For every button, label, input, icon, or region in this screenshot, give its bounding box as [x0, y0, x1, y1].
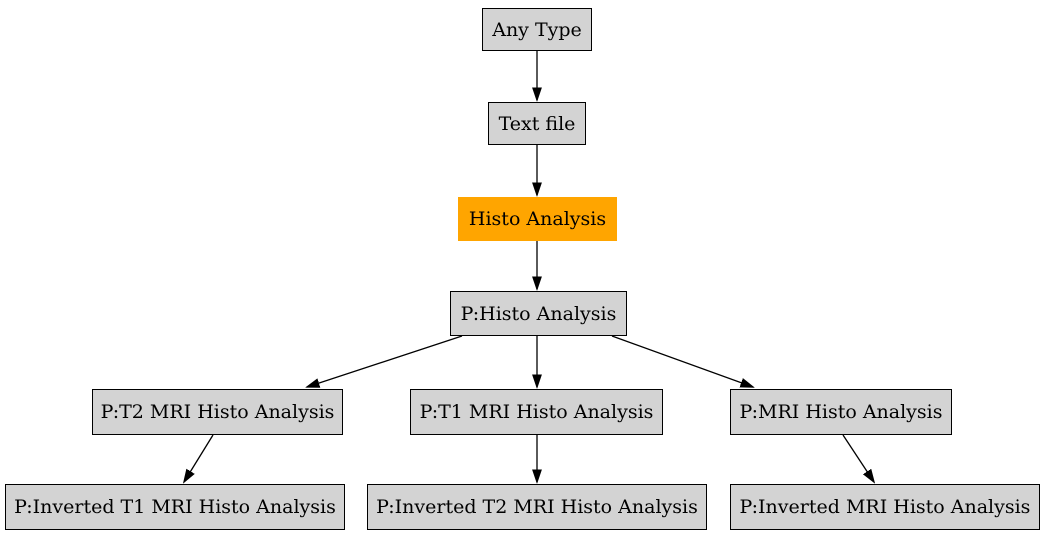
edge-pt2-pinvt1 — [184, 434, 214, 482]
node-p-t2-mri-histo-analysis: P:T2 MRI Histo Analysis — [92, 389, 343, 435]
node-histo-analysis-highlighted: Histo Analysis — [458, 197, 617, 241]
node-p-inverted-t2-mri-histo-analysis: P:Inverted T2 MRI Histo Analysis — [367, 484, 707, 530]
edge-pmri-pinvmri — [842, 434, 874, 482]
node-any-type: Any Type — [482, 8, 592, 51]
node-text-file: Text file — [488, 102, 586, 145]
node-p-inverted-t1-mri-histo-analysis: P:Inverted T1 MRI Histo Analysis — [5, 484, 345, 530]
node-p-inverted-mri-histo-analysis: P:Inverted MRI Histo Analysis — [730, 484, 1040, 530]
edge-phisto-pmri — [611, 335, 753, 387]
node-p-mri-histo-analysis: P:MRI Histo Analysis — [730, 389, 952, 435]
node-p-histo-analysis: P:Histo Analysis — [450, 291, 627, 336]
edge-phisto-pt2 — [307, 335, 463, 387]
node-p-t1-mri-histo-analysis: P:T1 MRI Histo Analysis — [410, 389, 663, 435]
